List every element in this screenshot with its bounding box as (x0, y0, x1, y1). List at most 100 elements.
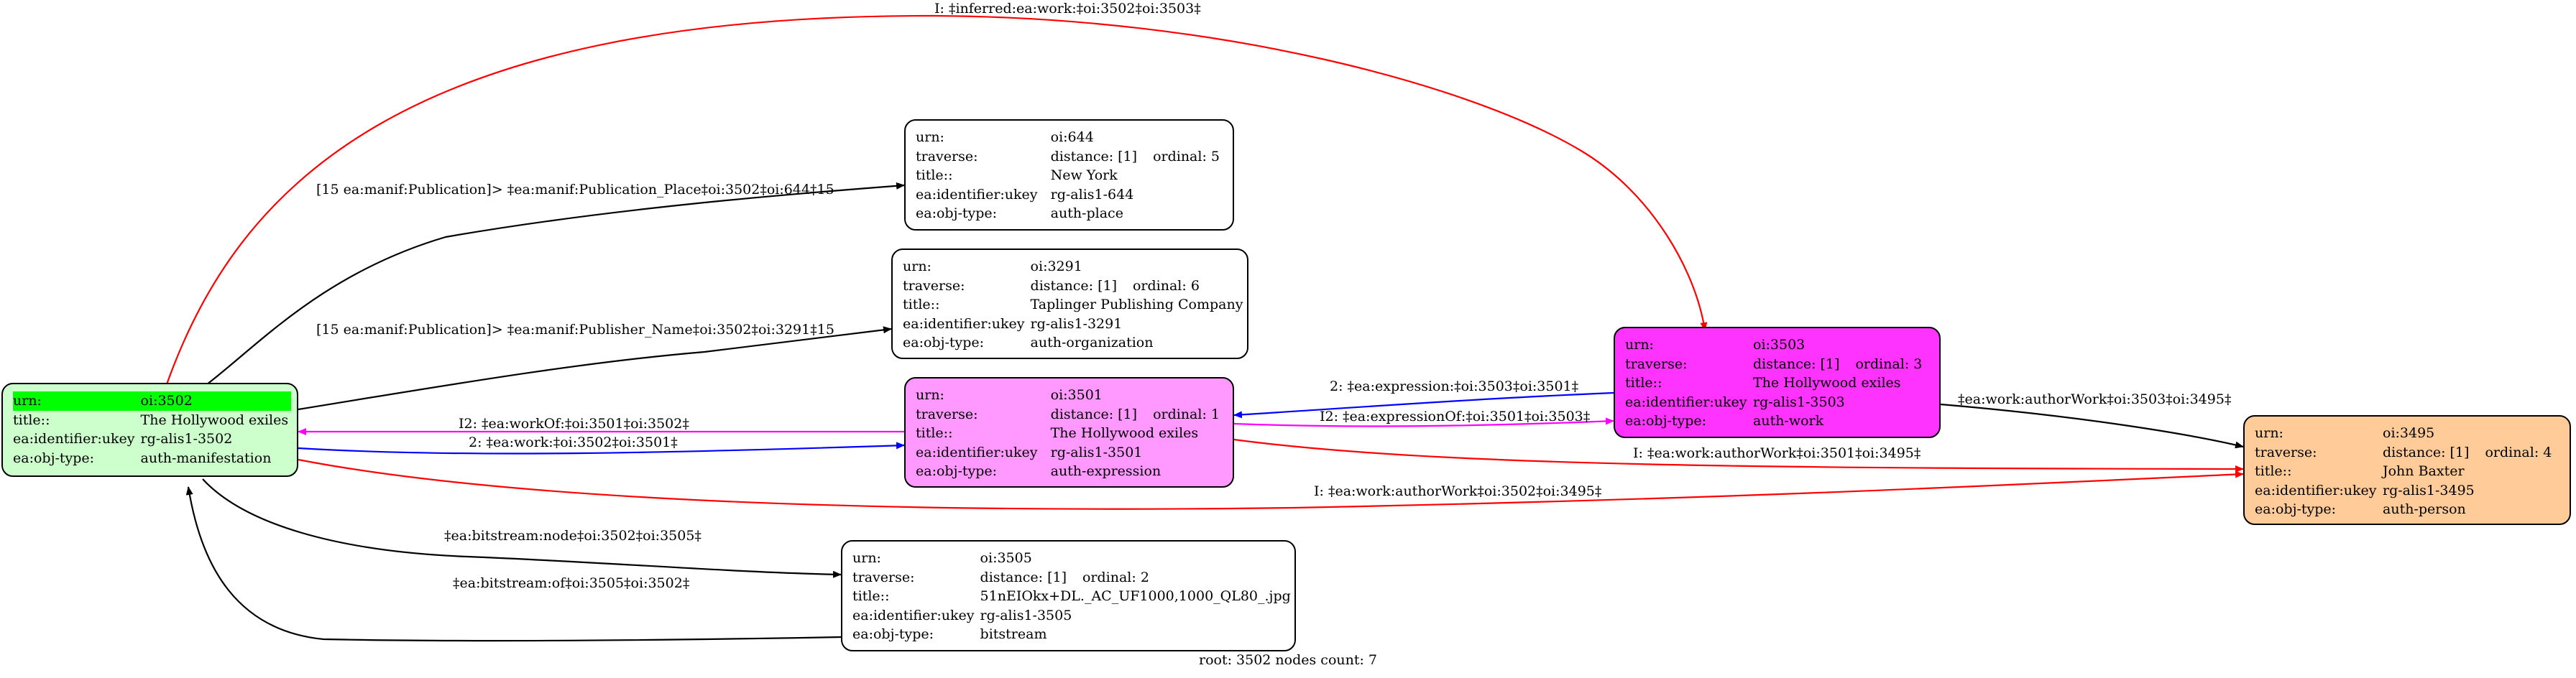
node-value: rg-alis1-3495 (2383, 482, 2475, 498)
node-key: urn: (916, 129, 944, 145)
node-value: The Hollywood exiles (1753, 375, 1901, 391)
traverse-distance: distance: [1] (1050, 148, 1138, 164)
node-value: oi:644 (1050, 129, 1094, 145)
edge-label-inferred-work: I: ‡inferred:ea:work:‡oi:3502‡oi:3503‡ (934, 1, 1201, 17)
node-key: traverse: (903, 277, 965, 294)
node-value: New York (1050, 167, 1118, 183)
node-oi-3495-table: urn:oi:3495 traverse:distance: [1]ordina… (2255, 424, 2554, 519)
node-value: rg-alis1-3505 (980, 607, 1072, 623)
node-row-urn: urn: oi:3502 (13, 391, 292, 411)
node-value: distance: [1]ordinal: 4 (2383, 443, 2554, 463)
node-oi-3503-table: urn:oi:3503 traverse: distance: [1] ordina… (1625, 335, 1925, 431)
node-value: oi:3505 (980, 550, 1032, 566)
edge-inferred-work (165, 14, 1708, 385)
node-key: ea:obj-type: (2255, 501, 2337, 517)
node-value: auth-expression (1050, 463, 1162, 479)
edge-bitstream-of (185, 486, 842, 642)
node-row-traverse: traverse: distance: [1] ordinal: 3 (1625, 355, 1925, 374)
traverse-ordinal: ordinal: 1 (1153, 406, 1220, 422)
node-value: bitstream (980, 626, 1047, 642)
node-oi-3503[interactable]: urn:oi:3503 traverse: distance: [1] ordina… (1614, 327, 1941, 438)
edge-author-work-3501 (1233, 438, 2244, 473)
node-oi-644-table: urn:oi:644 traverse:distance: [1]ordinal… (916, 128, 1223, 223)
node-row-title: title::The Hollywood exiles (1625, 373, 1925, 393)
node-value: rg-alis1-644 (1050, 186, 1134, 203)
node-row-type: ea:obj-type: auth-manifestation (13, 449, 291, 468)
node-oi-3505[interactable]: urn:oi:3505 traverse: distance: [1]ordina… (841, 540, 1296, 651)
node-value: oi:3495 (2383, 425, 2435, 441)
traverse-ordinal: ordinal: 5 (1153, 148, 1220, 164)
traverse-ordinal: ordinal: 3 (1855, 356, 1923, 372)
node-key: traverse: (1625, 356, 1688, 372)
node-row-urn: urn:oi:3505 (852, 549, 1294, 568)
node-key: ea:identifier:ukey (916, 186, 1038, 203)
node-key: title:: (916, 425, 953, 441)
node-key: ea:obj-type: (916, 205, 998, 221)
node-row-type: ea:obj-type:bitstream (852, 625, 1294, 644)
node-value: auth-manifestation (140, 450, 272, 466)
node-row-type: ea:obj-type: auth-expression (916, 462, 1223, 481)
edge-label-pub-name: [15 ea:manif:Publication]> ‡ea:manif:Pub… (316, 322, 834, 338)
node-value: rg-alis1-3291 (1030, 315, 1123, 332)
node-row-title: title::Taplinger Publishing Company (903, 295, 1246, 315)
node-row-type: ea:obj-type: auth-organization (903, 333, 1246, 353)
node-value: distance: [1]ordinal: 6 (1031, 277, 1246, 296)
edge-label-bitstream-node: ‡ea:bitstream:node‡oi:3502‡oi:3505‡ (444, 528, 702, 544)
node-oi-3291[interactable]: urn:oi:3291 traverse:distance: [1]ordina… (891, 249, 1248, 359)
edge-label-pub-place: [15 ea:manif:Publication]> ‡ea:manif:Pub… (316, 182, 834, 198)
node-key: title:: (916, 167, 953, 183)
edge-label-expression: 2: ‡ea:expression:‡oi:3503‡oi:3501‡ (1330, 379, 1578, 394)
node-value: distance: [1] ordinal: 5 (1051, 147, 1223, 167)
node-value: auth-person (2383, 501, 2466, 517)
node-oi-3502[interactable]: urn: oi:3502 title:: The Hollywood exile… (1, 383, 298, 477)
node-key: title:: (903, 297, 940, 312)
node-row-traverse: traverse: distance: [1]ordinal: 6 (903, 277, 1246, 296)
node-value: auth-organization (1030, 335, 1154, 350)
traverse-distance: distance: [1] (1050, 406, 1138, 422)
node-value: oi:3502 (140, 393, 193, 409)
node-value: rg-alis1-3502 (140, 431, 233, 447)
edge-label-expression-of: I2: ‡ea:expressionOf:‡oi:3501‡oi:3503‡ (1320, 409, 1590, 424)
edge-author-work-3503 (1940, 403, 2244, 449)
node-oi-3495[interactable]: urn:oi:3495 traverse:distance: [1]ordina… (2243, 415, 2571, 525)
node-key: ea:obj-type: (903, 335, 985, 350)
node-key: traverse: (852, 569, 915, 585)
node-value: The Hollywood exiles (1050, 425, 1199, 441)
node-key: ea:obj-type: (1625, 413, 1707, 429)
traverse-distance: distance: [1] (1753, 356, 1840, 372)
node-key: ea:identifier:ukey (1625, 394, 1747, 410)
node-key: ea:obj-type: (13, 450, 95, 466)
node-key: urn: (1625, 337, 1654, 353)
node-key: ea:obj-type: (916, 463, 998, 479)
node-value: rg-alis1-3501 (1050, 444, 1143, 460)
edge-pub-place (206, 182, 905, 385)
node-key: urn: (916, 387, 944, 403)
node-row-type: ea:obj-type:auth-place (916, 204, 1223, 223)
node-value: Taplinger Publishing Company (1030, 297, 1243, 312)
node-row-urn: urn:oi:3503 (1625, 335, 1925, 355)
node-row-traverse: traverse:distance: [1]ordinal: 5 (916, 147, 1223, 167)
node-value: distance: [1]ordinal: 2 (980, 568, 1294, 588)
node-oi-644[interactable]: urn:oi:644 traverse:distance: [1]ordinal… (904, 119, 1234, 231)
graph-footer: root: 3502 nodes count: 7 (1199, 652, 1378, 668)
node-oi-3291-table: urn:oi:3291 traverse:distance: [1]ordina… (903, 257, 1246, 353)
node-value: auth-work (1753, 413, 1824, 429)
node-row-urn: urn: oi:644 (916, 128, 1223, 147)
node-key: ea:identifier:ukey (903, 315, 1025, 332)
edge-label-author-work-3502: I: ‡ea:work:authorWork‡oi:3502‡oi:3495‡ (1314, 483, 1601, 499)
edge-label-work-of: I2: ‡ea:workOf:‡oi:3501‡oi:3502‡ (459, 416, 689, 432)
traverse-ordinal: ordinal: 6 (1132, 277, 1200, 294)
edge-author-work-3502 (298, 458, 2244, 510)
edge-work (298, 442, 905, 455)
node-value: The Hollywood exiles (140, 412, 289, 428)
edge-expression (1233, 391, 1614, 419)
node-row-urn: urn:oi:3495 (2255, 424, 2554, 443)
node-oi-3501[interactable]: urn:oi:3501 traverse:distance: [1]ordina… (904, 377, 1234, 488)
node-key: title:: (852, 588, 890, 604)
node-row-title: title::New York (916, 166, 1223, 185)
node-value: distance: [1] ordinal: 3 (1753, 355, 1925, 374)
traverse-ordinal: ordinal: 4 (2485, 444, 2552, 460)
